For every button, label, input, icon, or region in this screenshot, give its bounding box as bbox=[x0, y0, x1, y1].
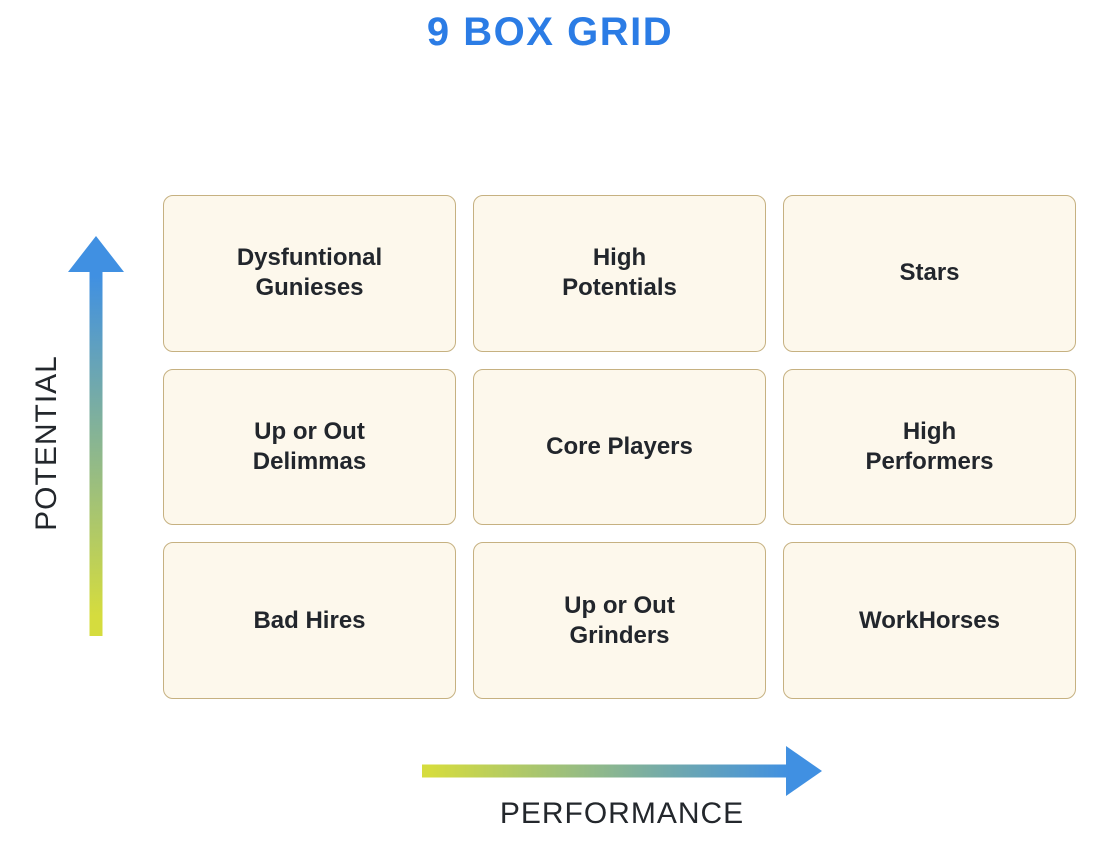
cell-bad-hires: Bad Hires bbox=[163, 542, 456, 699]
cell-workhorses: WorkHorses bbox=[783, 542, 1076, 699]
performance-axis-label: PERFORMANCE bbox=[499, 797, 745, 830]
cell-stars: Stars bbox=[783, 195, 1076, 352]
page-title: 9 BOX GRID bbox=[426, 10, 674, 54]
cell-up-or-out-grinders: Up or Out Grinders bbox=[473, 542, 766, 699]
performance-axis-arrow-icon bbox=[422, 746, 822, 796]
cell-up-or-out-dilemmas: Up or Out Delimmas bbox=[163, 368, 456, 526]
cell-high-performers: High Performers bbox=[783, 368, 1076, 526]
nine-box-grid: Dysfuntional Gunieses High Potentials St… bbox=[163, 195, 1076, 699]
cell-core-players: Core Players bbox=[473, 368, 766, 526]
cell-high-potentials: High Potentials bbox=[473, 195, 766, 352]
potential-axis-arrow-icon bbox=[68, 236, 124, 636]
cell-dysfunctional-geniuses: Dysfuntional Gunieses bbox=[163, 195, 456, 352]
potential-axis-label: POTENTIAL bbox=[30, 355, 63, 531]
